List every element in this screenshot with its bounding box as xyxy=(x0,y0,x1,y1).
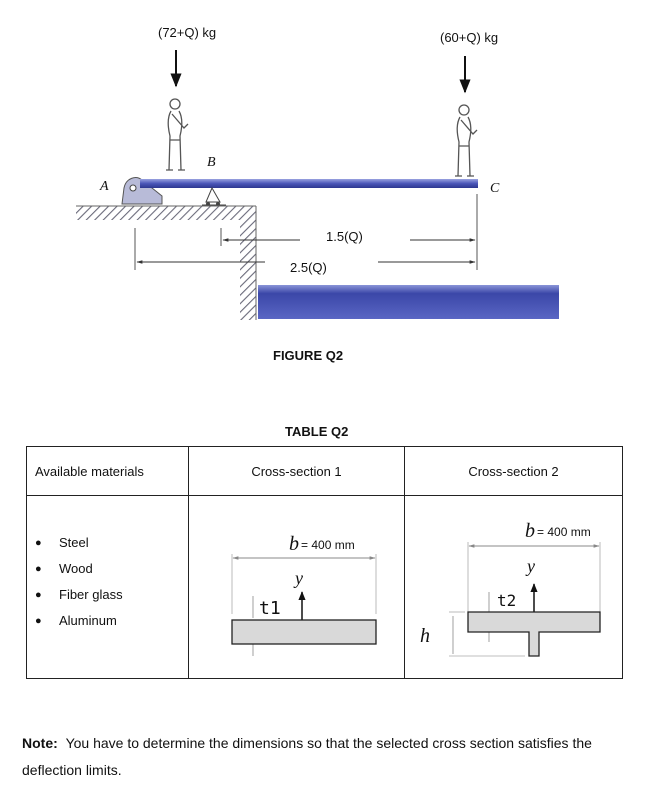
note-paragraph: Note: You have to determine the dimensio… xyxy=(22,730,632,784)
figure-caption: FIGURE Q2 xyxy=(273,348,343,363)
cs1-b-value: = 400 mm xyxy=(301,538,355,552)
note-label: Note: xyxy=(22,735,58,751)
wall-hatch xyxy=(240,206,256,320)
beam xyxy=(140,179,478,188)
bullet-icon: ● xyxy=(35,537,42,549)
cs1-b-label: b xyxy=(289,533,299,555)
bullet-icon: ● xyxy=(35,615,42,627)
person-c-icon xyxy=(455,104,478,177)
note-text: You have to determine the dimensions so … xyxy=(22,735,592,778)
list-item: ●Fiber glass xyxy=(35,587,123,602)
base-platform xyxy=(258,285,559,319)
materials-cell: ●Steel ●Wood ●Fiber glass ●Aluminum xyxy=(27,496,188,678)
header-cross-section-1: Cross-section 1 xyxy=(188,446,405,496)
cs1-y-label: y xyxy=(293,568,303,588)
ground-hatch xyxy=(76,206,256,220)
cs2-h-label: h xyxy=(420,625,430,647)
point-a-label: A xyxy=(99,179,109,194)
bullet-icon: ● xyxy=(35,563,42,575)
header-available-materials: Available materials xyxy=(26,446,189,496)
list-item: ●Wood xyxy=(35,561,93,576)
materials-table: Available materials Cross-section 1 Cros… xyxy=(26,446,623,679)
header-cross-section-2: Cross-section 2 xyxy=(404,446,623,496)
bullet-icon: ● xyxy=(35,589,42,601)
cs2-t-section xyxy=(467,611,601,657)
table-caption: TABLE Q2 xyxy=(285,424,349,439)
cs1-flange xyxy=(231,619,377,645)
figure-q2: (72+Q) kg (60+Q) kg B A C 1.5(Q) xyxy=(76,25,559,363)
dim-2-label: 2.5(Q) xyxy=(290,260,327,275)
cs1-t-label: t1 xyxy=(259,598,281,619)
load-c-label: (60+Q) kg xyxy=(440,30,498,45)
point-c-label: C xyxy=(490,181,500,196)
pin-support-a xyxy=(121,177,163,205)
cs2-b-value: = 400 mm xyxy=(537,525,591,539)
cs2-y-label: y xyxy=(525,556,535,576)
cross-section-1-cell: b = 400 mm y t1 xyxy=(189,496,404,678)
cs2-t-label: t2 xyxy=(497,591,516,610)
roller-support-b xyxy=(202,186,226,206)
dim-1-label: 1.5(Q) xyxy=(326,229,363,244)
load-b-label: (72+Q) kg xyxy=(158,25,216,40)
cross-section-2-diagram: b = 400 mm y t2 h xyxy=(420,520,601,657)
cross-section-1-diagram: b = 400 mm y t1 xyxy=(231,533,377,656)
list-item: ●Steel xyxy=(35,535,89,550)
materials-list: ●Steel ●Wood ●Fiber glass ●Aluminum xyxy=(27,534,123,638)
cross-section-2-cell: b = 400 mm y t2 h xyxy=(405,496,622,678)
list-item: ●Aluminum xyxy=(35,613,117,628)
cs2-b-label: b xyxy=(525,520,535,542)
point-b-label: B xyxy=(207,155,216,170)
person-b-icon xyxy=(166,98,189,171)
